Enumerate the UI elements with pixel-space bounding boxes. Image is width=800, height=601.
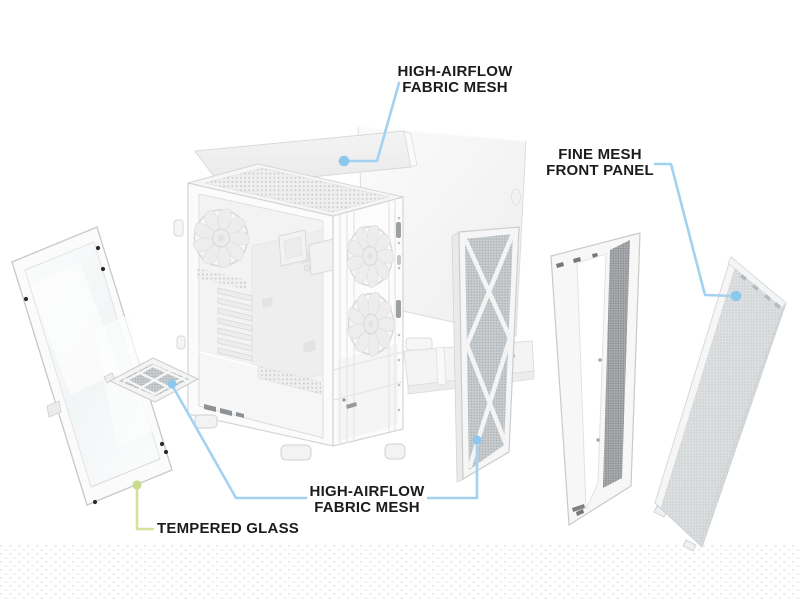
- leader-dot-glass: [132, 480, 142, 490]
- label-line: FINE MESH: [558, 146, 642, 163]
- label-top-fabric-mesh: HIGH-AIRFLOW FABRIC MESH: [385, 64, 525, 96]
- leader-dot-top-filter: [167, 379, 177, 389]
- front-bezel-frame: [550, 232, 641, 527]
- leader-top-mesh: [344, 81, 401, 163]
- floor-dot-texture: [0, 545, 800, 601]
- case-chassis: [173, 163, 406, 461]
- leader-glass: [135, 485, 155, 531]
- label-line: FRONT PANEL: [546, 162, 654, 179]
- leader-dot-front: [730, 290, 742, 302]
- label-line: HIGH-AIRFLOW: [309, 483, 425, 500]
- label-line: FABRIC MESH: [314, 499, 420, 516]
- tempered-glass-panel: [11, 226, 173, 506]
- leader-bottom-mesh-left: [170, 383, 308, 500]
- label-line: TEMPERED GLASS: [157, 520, 299, 537]
- fine-mesh-front-panel: [653, 256, 787, 552]
- label-line: HIGH-AIRFLOW: [397, 63, 513, 80]
- leader-dots: [132, 155, 742, 490]
- leader-front-panel: [653, 162, 736, 298]
- leader-bottom-mesh-right: [426, 439, 479, 500]
- front-dust-filter-mesh: [451, 226, 520, 483]
- leader-dot-top: [338, 155, 350, 167]
- leader-dot-front-filter: [472, 435, 482, 445]
- label-fine-mesh-front-panel: FINE MESH FRONT PANEL: [530, 147, 670, 179]
- label-tempered-glass: TEMPERED GLASS: [157, 521, 299, 537]
- label-line: FABRIC MESH: [402, 79, 508, 96]
- label-bottom-fabric-mesh: HIGH-AIRFLOW FABRIC MESH: [297, 484, 437, 516]
- leader-lines: [135, 81, 736, 531]
